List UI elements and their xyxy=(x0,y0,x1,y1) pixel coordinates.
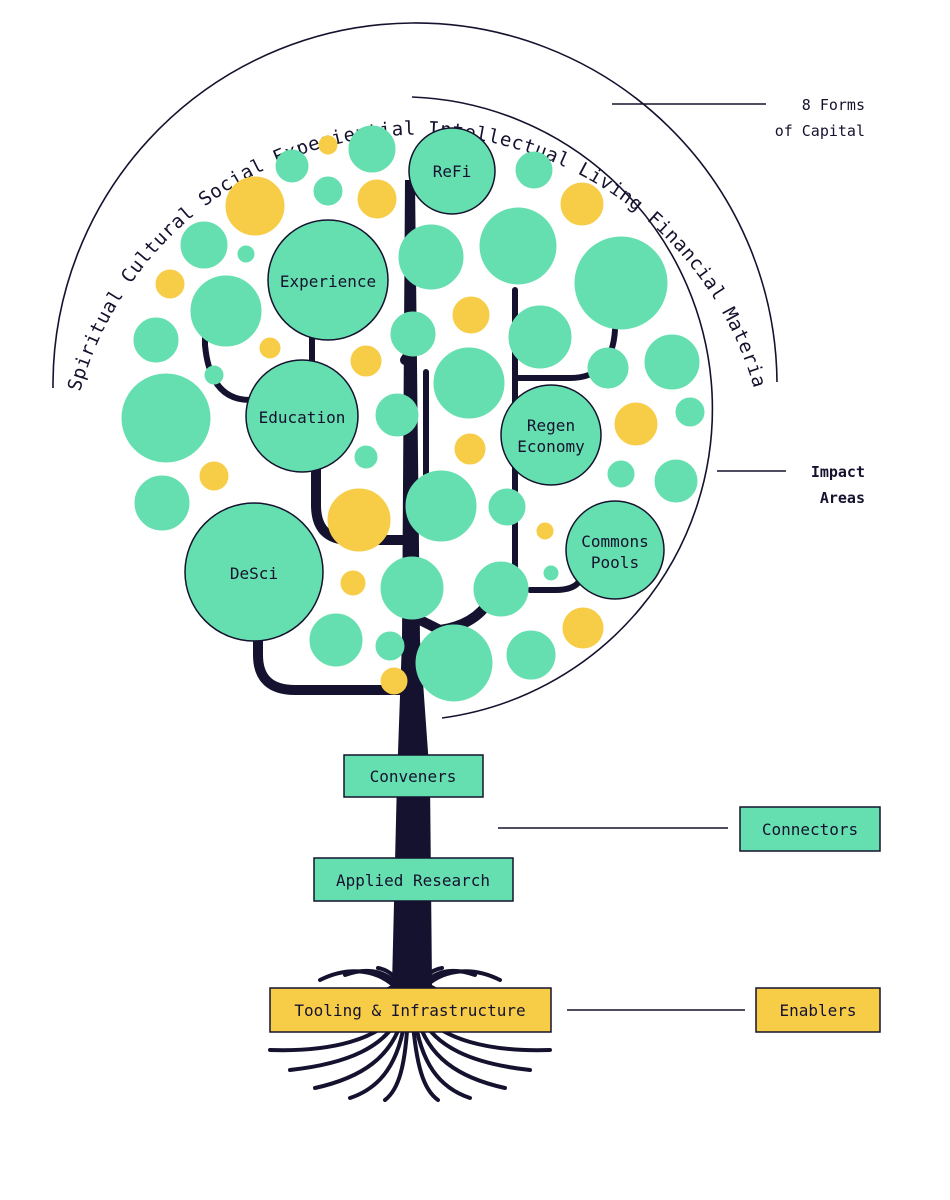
impact-areas-label-1: Impact xyxy=(811,463,865,481)
impact-commons-label-1: Commons xyxy=(581,532,648,551)
applied-research-label: Applied Research xyxy=(336,871,490,890)
impact-areas-label-2: Areas xyxy=(820,489,865,507)
impact-commons-pools: Commons Pools xyxy=(565,500,665,600)
applied-research-box: Applied Research xyxy=(313,857,514,902)
impact-commons-label-2: Pools xyxy=(591,553,639,572)
impact-desci-label: DeSci xyxy=(230,564,278,583)
impact-regen-economy: Regen Economy xyxy=(500,384,602,486)
conveners-label: Conveners xyxy=(370,767,457,786)
impact-regen-label-2: Economy xyxy=(517,437,585,456)
impact-education: Education xyxy=(245,359,359,473)
decorative-yellow-bubbles xyxy=(155,135,658,695)
impact-desci: DeSci xyxy=(184,502,324,642)
impact-education-label: Education xyxy=(259,408,346,427)
decorative-green-bubbles xyxy=(121,125,705,702)
enablers-box: Enablers xyxy=(755,987,881,1033)
impact-regen-label-1: Regen xyxy=(527,416,575,435)
impact-experience-label: Experience xyxy=(280,272,376,291)
conveners-box: Conveners xyxy=(343,754,484,798)
impact-refi: ReFi xyxy=(408,127,496,215)
impact-inner-arc xyxy=(411,96,714,719)
connectors-box: Connectors xyxy=(739,806,881,852)
forms-of-capital-label-1: 8 Forms xyxy=(802,96,865,114)
forms-of-capital-label-2: of Capital xyxy=(775,122,865,140)
impact-refi-label: ReFi xyxy=(433,162,472,181)
connectors-label: Connectors xyxy=(762,820,858,839)
impact-experience: Experience xyxy=(267,219,389,341)
tooling-label: Tooling & Infrastructure xyxy=(294,1001,525,1020)
enablers-label: Enablers xyxy=(779,1001,856,1020)
tooling-box: Tooling & Infrastructure xyxy=(269,987,552,1033)
capital-outer-arc xyxy=(52,22,778,389)
